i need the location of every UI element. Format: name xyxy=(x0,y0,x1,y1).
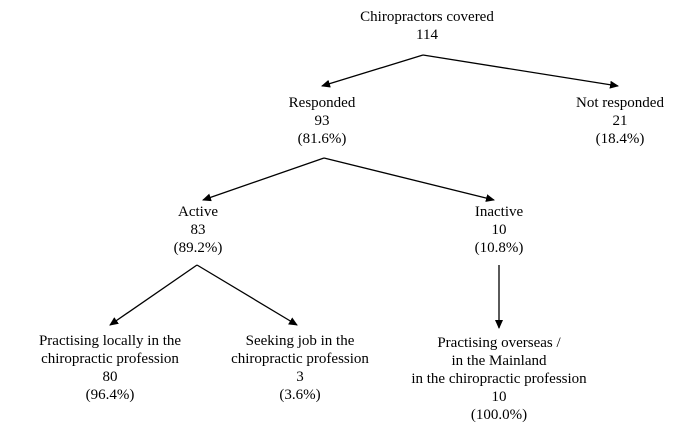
node-label: Inactive xyxy=(474,204,524,220)
node-label: chiropractic profession xyxy=(41,351,179,367)
node-value: 10 xyxy=(491,389,507,405)
node-active: Active 83 (89.2%) xyxy=(174,203,223,257)
node-practising-overseas: Practising overseas / in the Mainland in… xyxy=(411,334,586,424)
node-label: chiropractic profession xyxy=(231,351,369,367)
node-label: Responded xyxy=(288,95,356,111)
node-value: 3 xyxy=(296,369,304,385)
arrow-responded-to-inactive xyxy=(323,157,495,202)
node-value: 83 xyxy=(190,222,206,238)
node-percent: (89.2%) xyxy=(173,240,223,256)
node-percent: (100.0%) xyxy=(470,407,528,423)
node-label: Chiropractors covered xyxy=(360,9,494,25)
node-label: Not responded xyxy=(576,95,664,111)
arrow-root-to-responded xyxy=(321,54,424,88)
node-percent: (18.4%) xyxy=(595,131,645,147)
arrow-root-to-not-responded xyxy=(422,54,619,89)
node-inactive: Inactive 10 (10.8%) xyxy=(475,203,524,257)
node-value: 21 xyxy=(612,113,628,129)
node-label: Active xyxy=(178,204,218,220)
node-percent: (3.6%) xyxy=(279,387,321,403)
arrow-active-to-seeking-job xyxy=(196,264,298,326)
node-value: 114 xyxy=(416,27,438,43)
node-percent: (81.6%) xyxy=(297,131,347,147)
node-practising-locally: Practising locally in the chiropractic p… xyxy=(39,332,181,404)
node-label: in the chiropractic profession xyxy=(411,371,587,387)
node-label: Practising overseas / xyxy=(437,335,561,351)
arrow-active-to-practising-locally xyxy=(109,264,198,326)
node-value: 93 xyxy=(314,113,330,129)
node-value: 80 xyxy=(102,369,118,385)
arrow-responded-to-active xyxy=(202,157,325,202)
node-label: in the Mainland xyxy=(451,353,547,369)
node-label: Seeking job in the xyxy=(245,333,355,349)
node-responded: Responded 93 (81.6%) xyxy=(289,94,356,148)
node-percent: (10.8%) xyxy=(474,240,524,256)
node-percent: (96.4%) xyxy=(85,387,135,403)
node-value: 10 xyxy=(491,222,507,238)
node-chiropractors-covered: Chiropractors covered 114 xyxy=(360,8,494,44)
node-not-responded: Not responded 21 (18.4%) xyxy=(576,94,664,148)
node-seeking-job: Seeking job in the chiropractic professi… xyxy=(231,332,369,404)
node-label: Practising locally in the xyxy=(38,333,182,349)
